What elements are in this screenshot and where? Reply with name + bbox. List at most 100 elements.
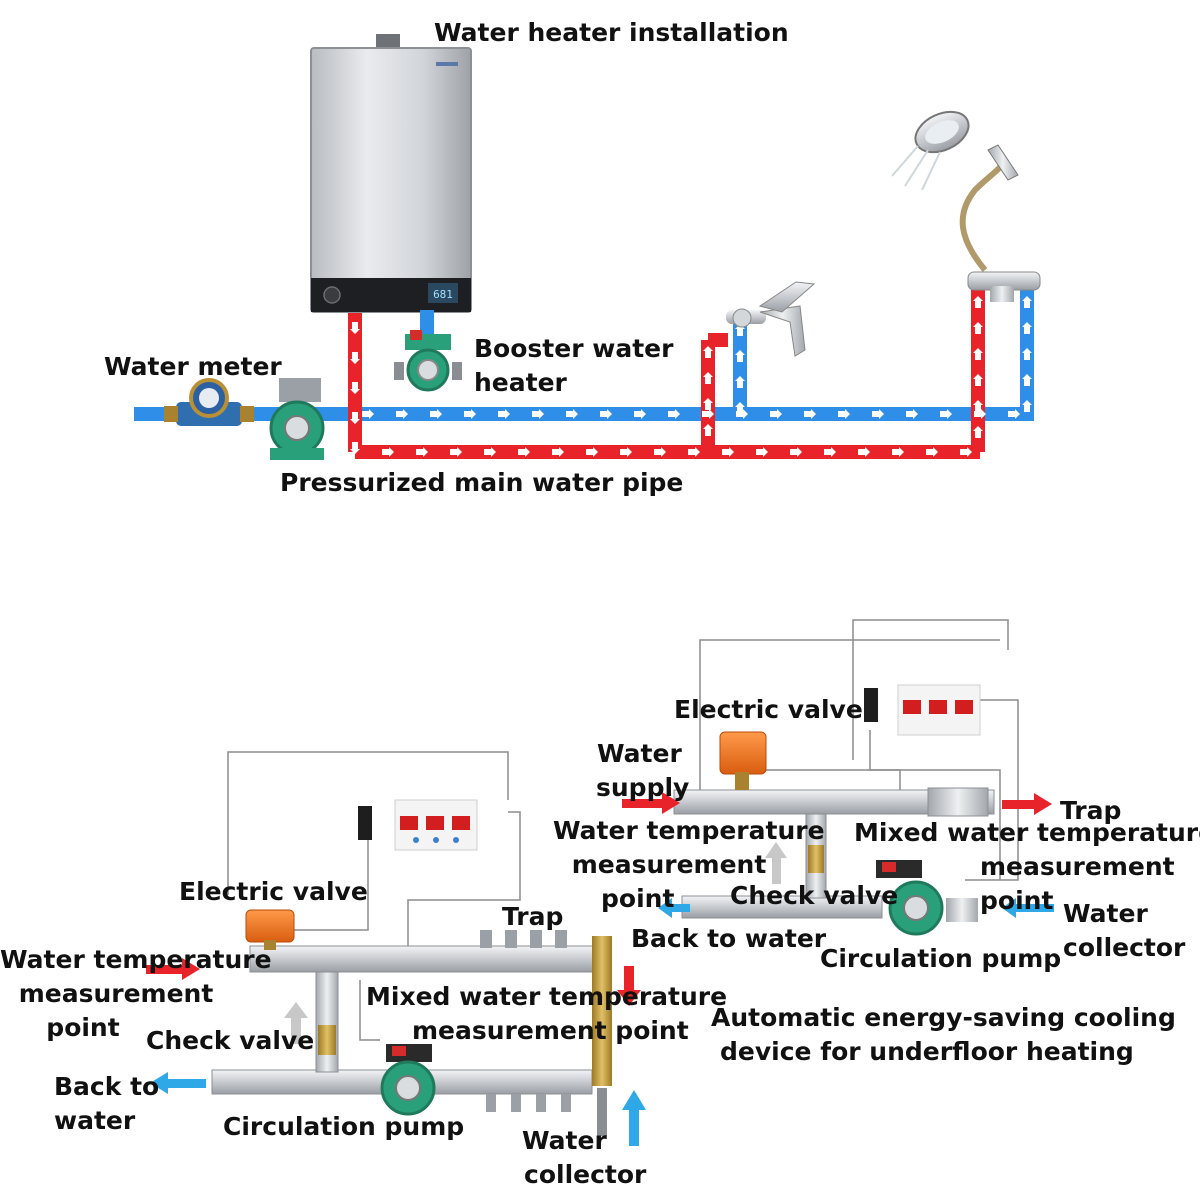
- label-left-check-valve: Check valve: [146, 1026, 315, 1055]
- label-right-circulation-pump: Circulation pump: [820, 944, 1062, 973]
- cold-flow-arrow: [566, 409, 578, 419]
- cold-flow-arrow: [362, 409, 374, 419]
- flow-arrow-red-right-trap: [1002, 793, 1052, 815]
- hot-flow-arrow: [382, 447, 394, 457]
- controller-right: [864, 684, 981, 736]
- hot-flow-arrow: [703, 372, 713, 384]
- hot-flow-arrow: [973, 426, 983, 438]
- hot-flow-arrow: [858, 447, 870, 457]
- flow-arrow-gray-right: [765, 842, 787, 884]
- caption-line1: Automatic energy-saving cooling: [711, 1003, 1176, 1032]
- cold-flow-arrow: [1008, 409, 1020, 419]
- flow-arrow-gray-left: [284, 1002, 308, 1044]
- cold-flow-arrow: [804, 409, 816, 419]
- hot-flow-arrow: [824, 447, 836, 457]
- shower-head: [891, 110, 1041, 302]
- label-right-check-valve: Check valve: [730, 881, 899, 910]
- hot-flow-arrow: [350, 322, 360, 334]
- flow-arrow-blue-right-back: [658, 898, 690, 918]
- faucet: [726, 281, 816, 357]
- controller-left: [358, 799, 478, 851]
- label-left-electric-valve: Electric valve: [179, 877, 368, 906]
- label-left-water-temp-line1: Water temperature: [0, 945, 272, 974]
- hot-flow-arrow: [350, 412, 360, 424]
- hot-flow-arrow: [484, 447, 496, 457]
- cold-flow-arrow: [770, 409, 782, 419]
- label-right-water-collector-line2: collector: [1063, 933, 1186, 962]
- hot-flow-arrow: [586, 447, 598, 457]
- label-right-water-temp-line2: measurement: [571, 850, 767, 879]
- flow-arrow-red-left-down: [617, 966, 641, 1006]
- hot-flow-arrow: [973, 374, 983, 386]
- cold-flow-arrow: [1022, 374, 1032, 386]
- label-left-mixed-temp-line2: measurement point: [412, 1016, 689, 1045]
- flow-arrow-blue-right-collector: [1002, 898, 1054, 918]
- hot-flow-arrow: [350, 352, 360, 364]
- circulation-pump-right: [876, 860, 944, 936]
- label-right-mixed-temp-line3: point: [980, 886, 1054, 915]
- water-meter: [164, 378, 254, 426]
- cold-pipe-inlet: [134, 407, 1034, 421]
- label-water-meter: Water meter: [104, 352, 282, 381]
- cold-flow-arrow: [600, 409, 612, 419]
- label-water-heater-installation: Water heater installation: [434, 18, 789, 47]
- label-pressurized-main-water-pipe: Pressurized main water pipe: [280, 468, 684, 497]
- label-left-water-collector-line2: collector: [524, 1160, 647, 1189]
- label-right-back-to-water: Back to water: [631, 924, 827, 953]
- cold-flow-arrow: [735, 376, 745, 388]
- hot-flow-arrow: [973, 348, 983, 360]
- hot-flow-arrow: [756, 447, 768, 457]
- cold-flow-arrow: [1022, 348, 1032, 360]
- hot-flow-arrow: [960, 447, 972, 457]
- cold-flow-arrow: [735, 350, 745, 362]
- hot-flow-arrow: [350, 442, 360, 454]
- pressurized-pump: [269, 378, 325, 460]
- label-right-water-temp-line1: Water temperature: [553, 816, 825, 845]
- label-left-water-temp-line3: point: [46, 1013, 120, 1042]
- booster-pump: [394, 310, 462, 392]
- label-left-trap: Trap: [502, 902, 564, 931]
- cold-flow-arrow: [396, 409, 408, 419]
- circulation-pump-left: [380, 1044, 436, 1116]
- hot-flow-arrow: [350, 382, 360, 394]
- cold-flow-arrow: [464, 409, 476, 419]
- cold-flow-arrow: [668, 409, 680, 419]
- hot-flow-arrow: [926, 447, 938, 457]
- hot-flow-arrow: [973, 296, 983, 308]
- label-left-circulation-pump: Circulation pump: [223, 1112, 465, 1141]
- label-left-water-collector-line1: Water: [522, 1126, 607, 1155]
- cold-pipe-faucet-riser: [733, 318, 747, 414]
- hot-flow-arrow: [722, 447, 734, 457]
- flow-arrows: [350, 296, 1032, 457]
- cold-flow-arrow: [940, 409, 952, 419]
- label-right-water-supply-line2: supply: [596, 773, 690, 802]
- cold-flow-arrow: [838, 409, 850, 419]
- cold-flow-arrow: [498, 409, 510, 419]
- label-left-back-to-water-line2: water: [54, 1106, 136, 1135]
- hot-flow-arrow: [973, 322, 983, 334]
- label-booster-water-heater-line1: Booster water: [474, 334, 674, 363]
- hot-pipe-main: [355, 445, 980, 459]
- cold-flow-arrow: [532, 409, 544, 419]
- hot-pipe-faucet-top: [708, 333, 728, 347]
- cold-flow-arrow: [1022, 400, 1032, 412]
- hot-flow-arrow: [620, 447, 632, 457]
- label-right-trap: Trap: [1060, 796, 1122, 825]
- label-left-back-to-water-line1: Back to: [54, 1072, 160, 1101]
- label-right-mixed-temp-line1: Mixed water temperature: [854, 818, 1200, 847]
- hot-flow-arrow: [688, 447, 700, 457]
- label-left-mixed-temp-line1: Mixed water temperature: [366, 982, 728, 1011]
- cold-flow-arrow: [872, 409, 884, 419]
- hot-flow-arrow: [416, 447, 428, 457]
- hot-flow-arrow: [654, 447, 666, 457]
- cold-flow-arrow: [1022, 296, 1032, 308]
- hot-flow-arrow: [703, 424, 713, 436]
- label-right-water-temp-line3: point: [601, 884, 675, 913]
- label-right-mixed-temp-line2: measurement: [980, 852, 1175, 881]
- caption-line2: device for underfloor heating: [720, 1037, 1134, 1066]
- water-heater: 681: [310, 34, 472, 313]
- label-booster-water-heater-line2: heater: [474, 368, 567, 397]
- hot-flow-arrow: [703, 346, 713, 358]
- cold-flow-arrow: [906, 409, 918, 419]
